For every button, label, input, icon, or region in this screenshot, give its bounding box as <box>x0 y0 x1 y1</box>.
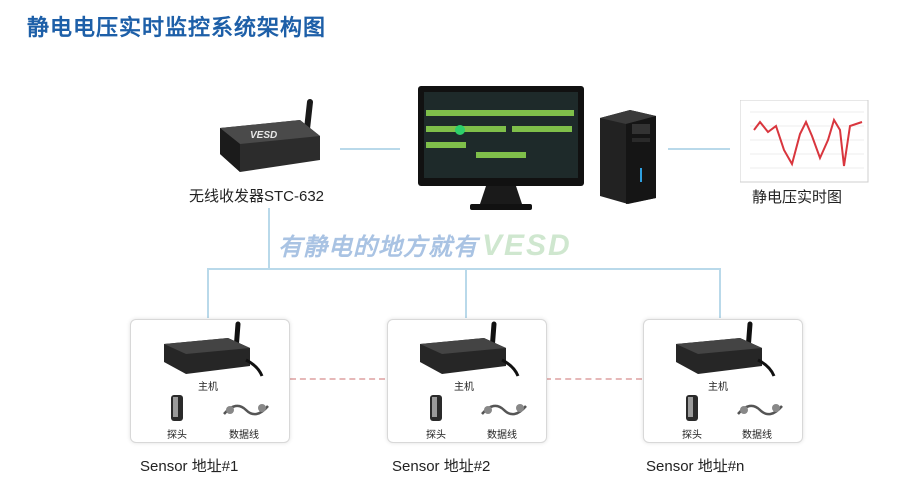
pc-tower-icon <box>600 110 656 204</box>
data-cable-icon <box>737 404 783 416</box>
sensor-address-label: Sensor 地址#n <box>646 458 745 475</box>
transceiver-logo: VESD <box>250 130 277 141</box>
host-device-icon <box>420 321 520 377</box>
chart-label: 静电压实时图 <box>752 189 843 206</box>
link-pc-chart <box>668 148 730 150</box>
dashed-link-1-2 <box>290 378 385 380</box>
bus-line <box>207 268 720 270</box>
bus-drop-2 <box>465 268 467 318</box>
sensor-address-label: Sensor 地址#2 <box>392 458 491 475</box>
sensor-node-card-1 <box>130 319 290 443</box>
probe-icon <box>430 395 442 421</box>
host-label: 主机 <box>454 382 474 393</box>
link-transceiver-bus <box>268 208 270 268</box>
monitor-icon <box>418 86 584 210</box>
cable-label: 数据线 <box>742 430 772 441</box>
probe-label: 探头 <box>426 430 446 441</box>
probe-label: 探头 <box>682 430 702 441</box>
probe-label: 探头 <box>167 430 187 441</box>
host-device-icon <box>676 321 776 377</box>
slogan-brand: VESD <box>482 229 572 262</box>
probe-icon <box>171 395 183 421</box>
slogan-text: 有静电的地方就有 <box>278 234 478 261</box>
page-title: 静电电压实时监控系统架构图 <box>27 15 327 40</box>
data-cable-icon <box>481 404 527 416</box>
bus-drop-1 <box>207 268 209 318</box>
data-cable-icon <box>223 404 269 416</box>
sensor-address-label: Sensor 地址#1 <box>140 458 239 475</box>
transceiver-label: 无线收发器STC-632 <box>189 188 325 205</box>
wireless-transceiver-device: VESD <box>220 99 320 172</box>
host-device-icon <box>164 321 264 377</box>
realtime-voltage-chart-icon <box>740 100 869 183</box>
bus-drop-n <box>719 268 721 318</box>
host-label: 主机 <box>708 382 728 393</box>
dashed-link-2-n <box>545 378 642 380</box>
probe-icon <box>686 395 698 421</box>
cable-label: 数据线 <box>229 430 259 441</box>
host-label: 主机 <box>198 382 218 393</box>
cable-label: 数据线 <box>487 430 517 441</box>
link-transceiver-monitor <box>340 148 400 150</box>
